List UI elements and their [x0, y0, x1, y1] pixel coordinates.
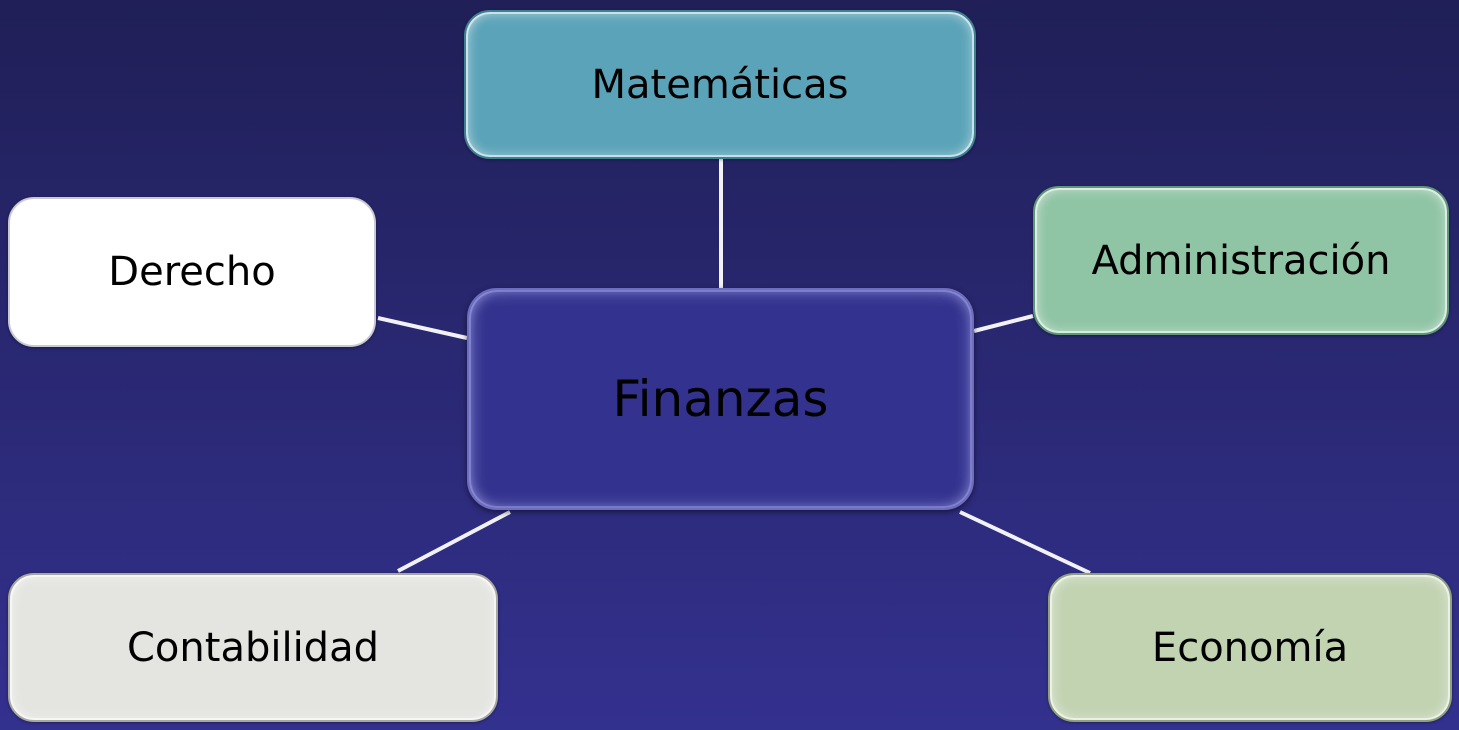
node-finanzas-label: Finanzas [612, 370, 829, 428]
node-contabilidad: Contabilidad [8, 573, 498, 722]
node-finanzas-center: Finanzas [467, 288, 974, 510]
node-matematicas: Matemáticas [464, 10, 976, 159]
node-economia-label: Economía [1151, 624, 1349, 671]
node-administracion-label: Administración [1091, 237, 1391, 284]
connector-contabilidad [397, 510, 511, 573]
node-economia: Economía [1048, 573, 1452, 722]
node-derecho: Derecho [8, 197, 376, 347]
connector-administracion [973, 314, 1034, 333]
connector-derecho [377, 316, 468, 340]
node-contabilidad-label: Contabilidad [127, 624, 379, 671]
node-derecho-label: Derecho [108, 249, 276, 295]
node-administracion: Administración [1033, 186, 1449, 335]
node-matematicas-label: Matemáticas [591, 61, 849, 108]
connector-economia [959, 510, 1091, 575]
